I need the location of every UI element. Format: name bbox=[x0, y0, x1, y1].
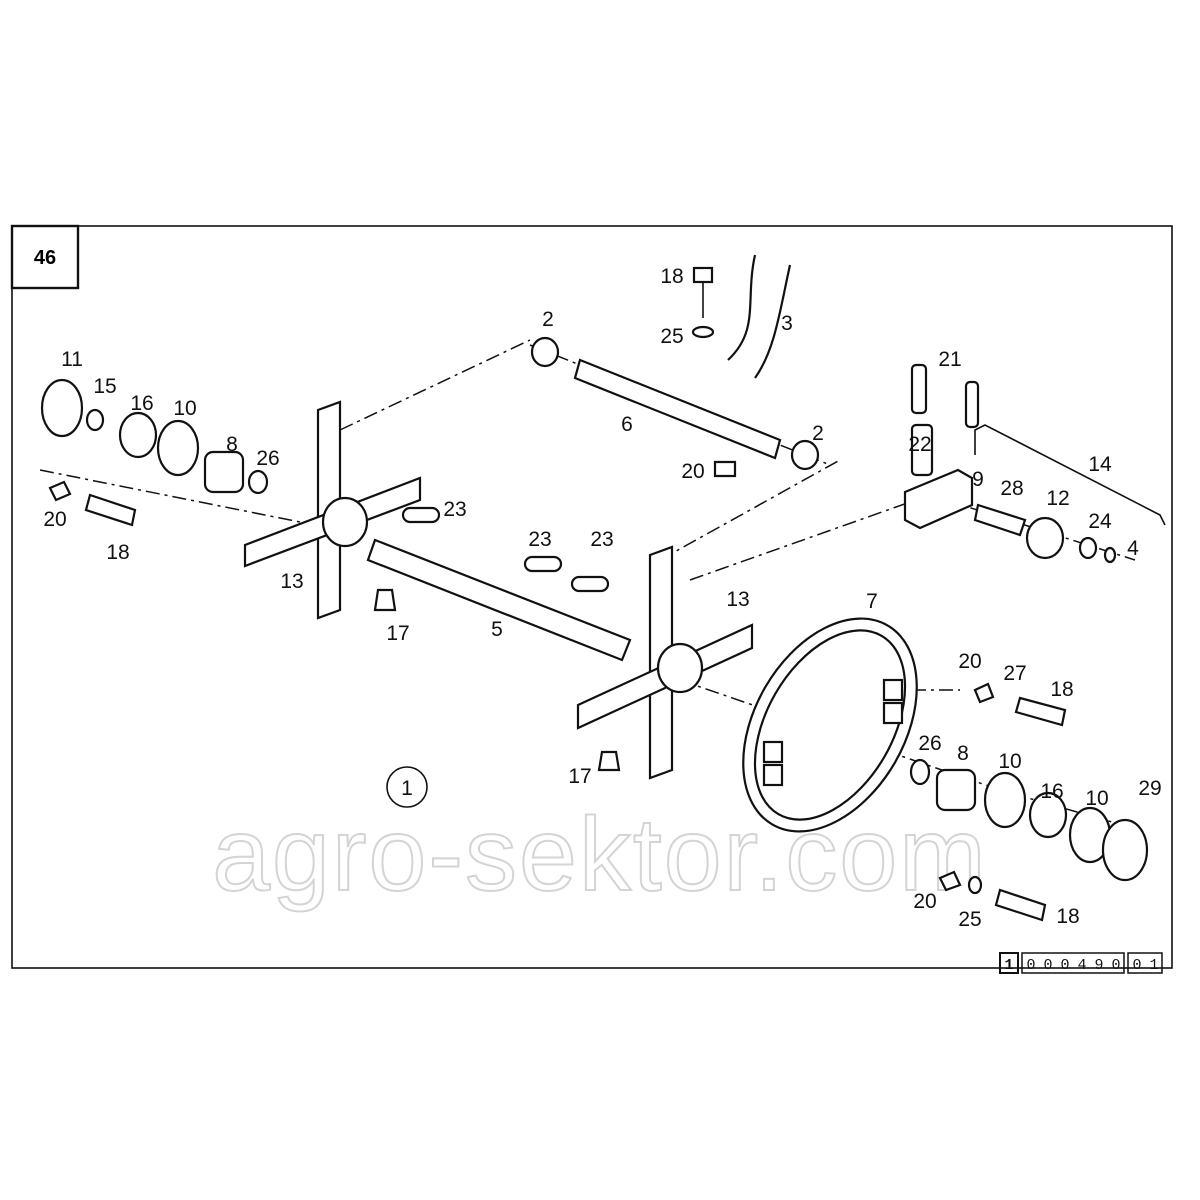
part-label: 20 bbox=[958, 650, 981, 673]
cross-bracket-left bbox=[243, 400, 422, 620]
part-label: 23 bbox=[590, 528, 613, 551]
part-label: 7 bbox=[866, 590, 878, 613]
part-label: 14 bbox=[1088, 453, 1112, 476]
part-label: 18 bbox=[106, 541, 129, 564]
watermark: agro-sektor.com bbox=[212, 797, 988, 913]
ring-7 bbox=[742, 617, 918, 833]
part-label: 3 bbox=[781, 312, 793, 335]
part-label: 10 bbox=[998, 750, 1021, 773]
part-label: 8 bbox=[226, 433, 238, 456]
clamp-assembly-14 bbox=[903, 363, 1166, 564]
drawing-code-digit: 0 bbox=[1132, 957, 1141, 974]
part-label: 17 bbox=[568, 765, 591, 788]
part-label: 27 bbox=[1003, 662, 1026, 685]
drawing-code-digit: 0 bbox=[1111, 957, 1120, 974]
part-label: 17 bbox=[386, 622, 409, 645]
part-label: 16 bbox=[130, 392, 153, 415]
part-label: 22 bbox=[908, 433, 931, 456]
drawing-code-digit: 1 bbox=[1149, 957, 1158, 974]
figure-number: 46 bbox=[34, 247, 56, 269]
diagram-frame bbox=[11, 225, 1173, 969]
part-label: 18 bbox=[660, 265, 683, 288]
part-label: 20 bbox=[913, 890, 936, 913]
drawing-code-digit: 0 bbox=[1060, 957, 1069, 974]
drawing-code-prefix: 1 bbox=[1004, 957, 1013, 974]
part-label: 26 bbox=[918, 732, 941, 755]
figure-number-box bbox=[10, 224, 80, 290]
part-label: 6 bbox=[621, 413, 633, 436]
part-label: 20 bbox=[43, 508, 66, 531]
part-label: 20 bbox=[681, 460, 704, 483]
part-labels: 18 25 3 2 11 15 16 10 8 26 6 2 20 21 22 … bbox=[43, 265, 1161, 931]
shaft-6 bbox=[530, 254, 820, 478]
part-label: 16 bbox=[1040, 780, 1063, 803]
assembly-number: 1 bbox=[401, 777, 413, 800]
shaft-5 bbox=[366, 506, 632, 662]
part-label: 5 bbox=[491, 618, 503, 641]
part-label: 2 bbox=[542, 308, 554, 331]
part-label: 9 bbox=[972, 468, 984, 491]
drawing-code-digit: 9 bbox=[1094, 957, 1103, 974]
part-label: 25 bbox=[958, 908, 981, 931]
right-bearing-stack bbox=[909, 682, 1149, 922]
part-label: 25 bbox=[660, 325, 683, 348]
part-label: 12 bbox=[1046, 487, 1069, 510]
part-label: 26 bbox=[256, 447, 279, 470]
cross-bracket-right bbox=[576, 545, 754, 780]
part-label: 2 bbox=[812, 422, 824, 445]
part-label: 15 bbox=[93, 375, 116, 398]
part-label: 28 bbox=[1000, 477, 1023, 500]
part-label: 21 bbox=[938, 348, 961, 371]
part-label: 18 bbox=[1056, 905, 1079, 928]
part-label: 10 bbox=[173, 397, 196, 420]
part-label: 11 bbox=[61, 348, 83, 371]
left-bearing-stack bbox=[40, 378, 269, 527]
part-label: 23 bbox=[443, 498, 466, 521]
part-label: 13 bbox=[726, 588, 749, 611]
assembly-number-circle bbox=[386, 766, 428, 808]
drawing-code-digit: 0 bbox=[1043, 957, 1052, 974]
part-label: 8 bbox=[957, 742, 969, 765]
part-label: 13 bbox=[280, 570, 303, 593]
drawing-code: 1 0 0 0 4 9 0 0 1 bbox=[999, 952, 1163, 974]
part-label: 10 bbox=[1085, 787, 1108, 810]
part-label: 18 bbox=[1050, 678, 1073, 701]
drawing-code-digit: 0 bbox=[1026, 957, 1035, 974]
part-label: 23 bbox=[528, 528, 551, 551]
part-label: 24 bbox=[1088, 510, 1112, 533]
part-label: 4 bbox=[1127, 537, 1139, 560]
part-label: 29 bbox=[1138, 777, 1161, 800]
drawing-code-digit: 4 bbox=[1077, 957, 1086, 974]
